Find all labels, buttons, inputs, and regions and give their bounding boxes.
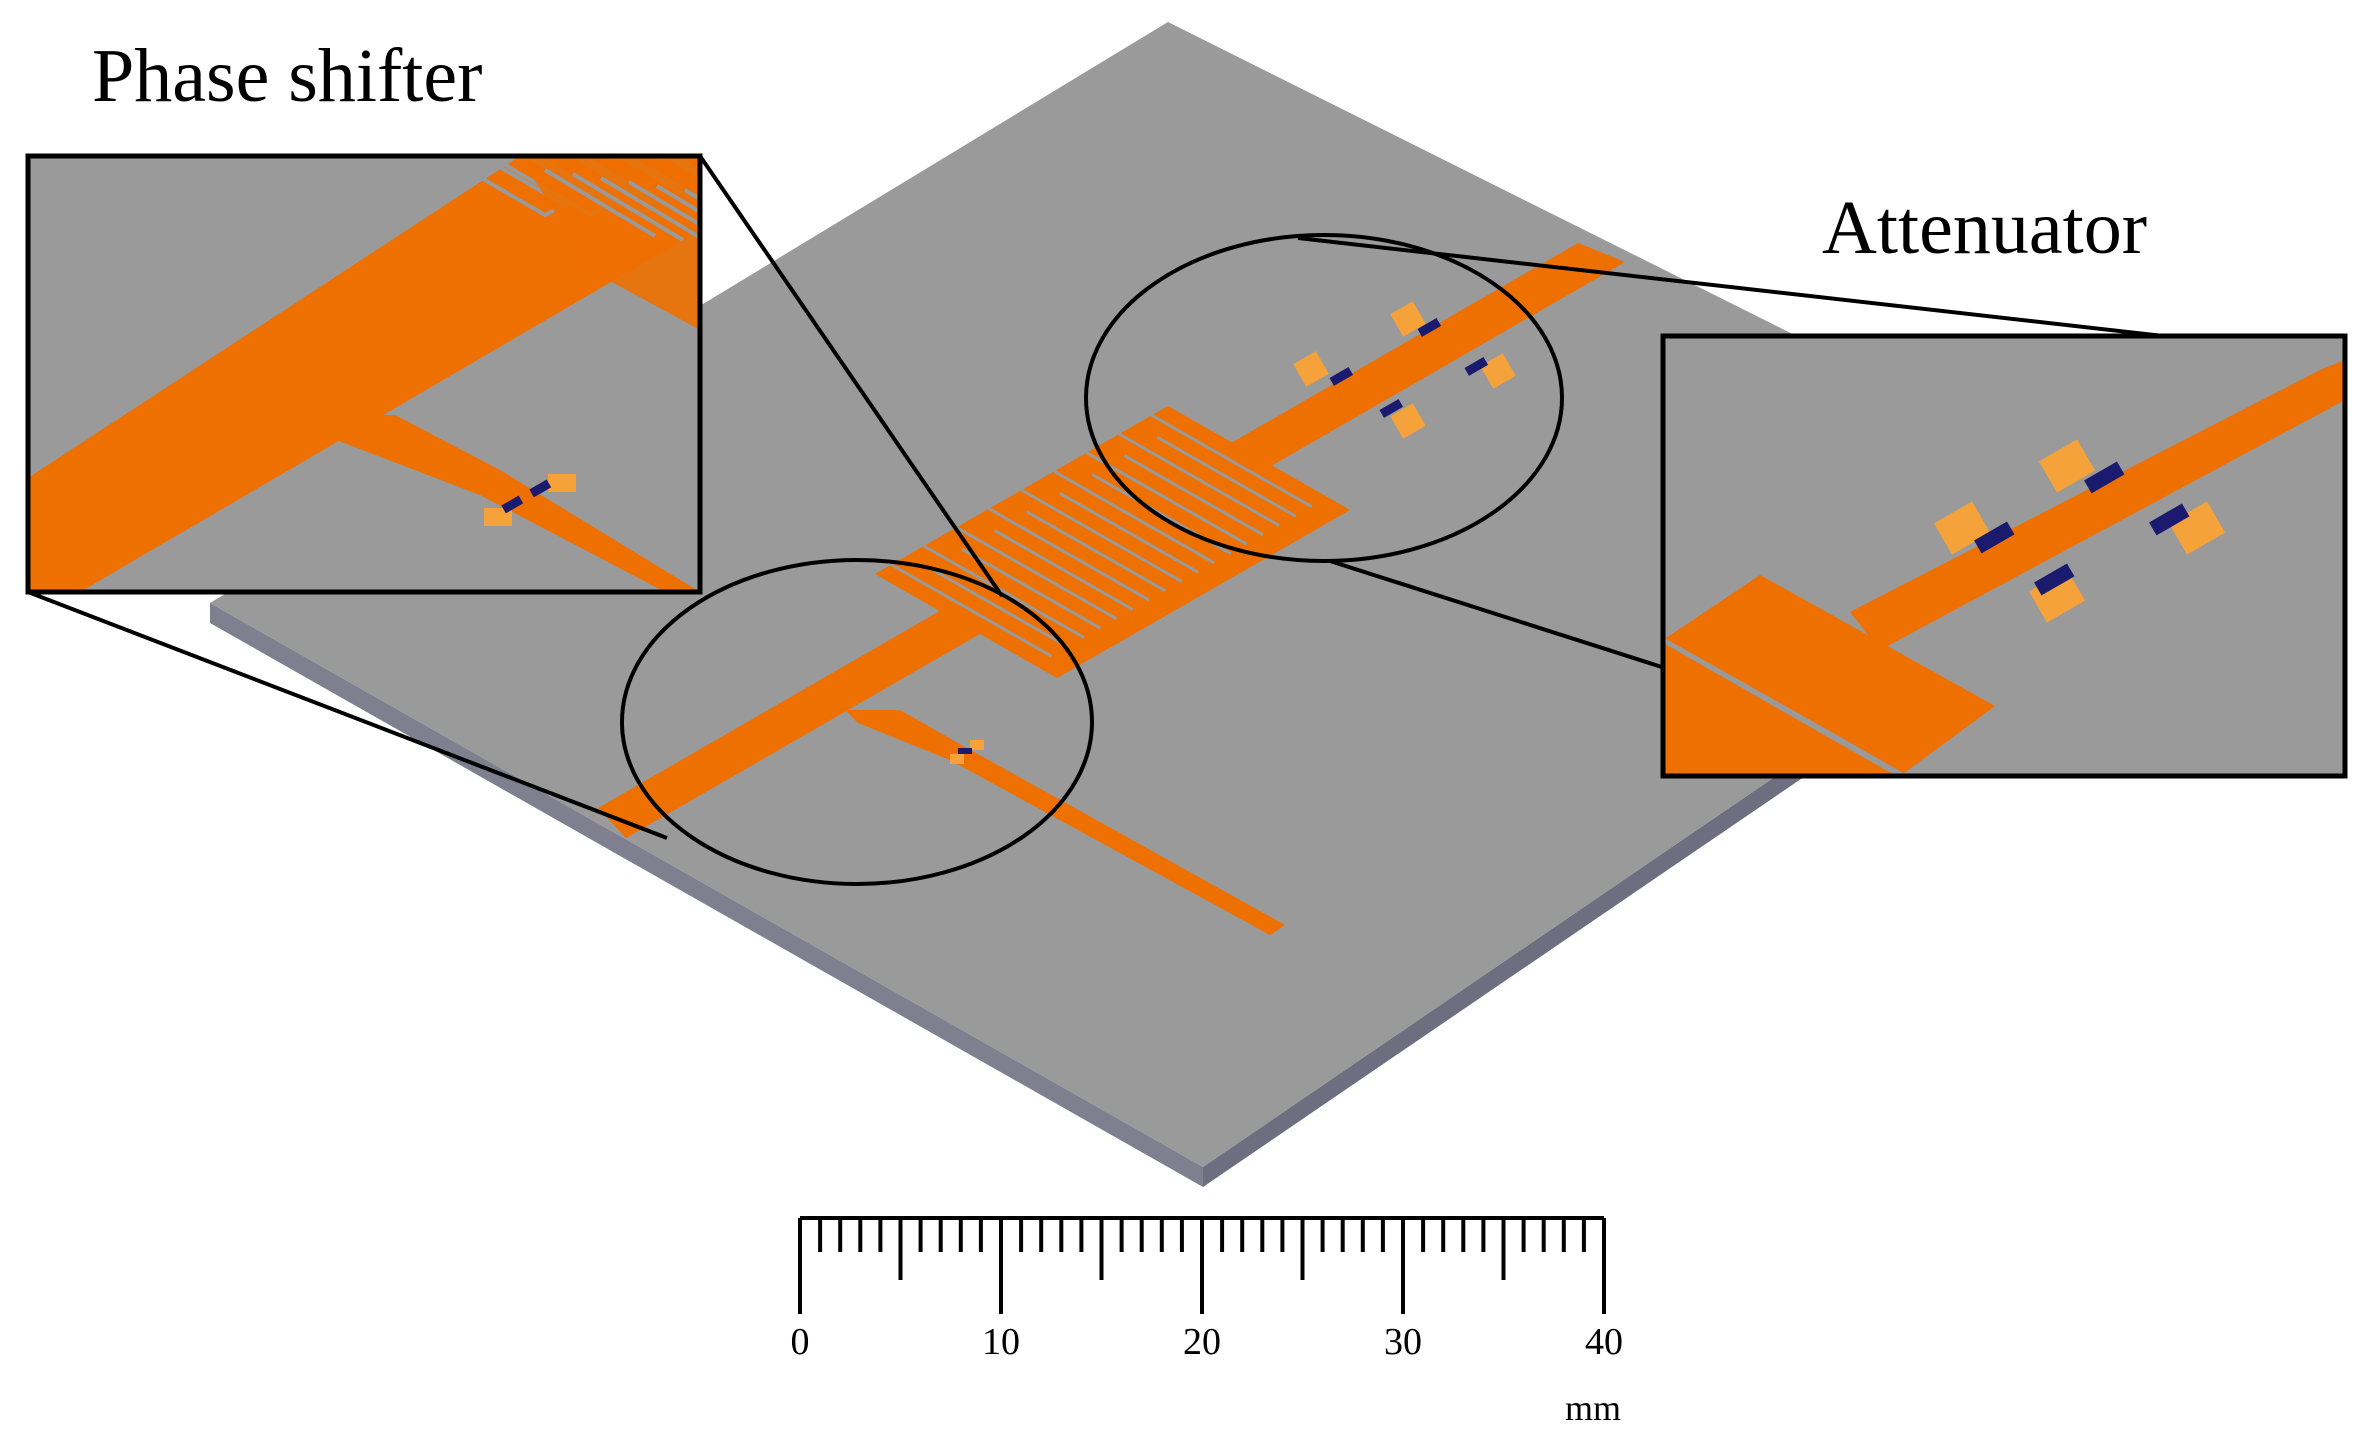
attenuator-pad bbox=[1293, 351, 1329, 387]
finger-gap bbox=[1156, 435, 1297, 518]
attenuator-pad bbox=[1390, 301, 1426, 337]
scale-tick-label: 0 bbox=[790, 1321, 810, 1363]
scale-bar bbox=[798, 1216, 1606, 1314]
finger-gap bbox=[627, 180, 700, 227]
finger-gap bbox=[599, 176, 700, 240]
inset-resistor bbox=[2084, 461, 2125, 494]
finger-gap bbox=[571, 172, 685, 242]
inset-pad bbox=[2168, 501, 2226, 555]
inset-stub bbox=[300, 415, 700, 592]
attenuator-inset-frame bbox=[1660, 333, 2348, 779]
finger-gap bbox=[890, 563, 1053, 658]
finger-gap bbox=[1020, 488, 1183, 583]
inset-varactor bbox=[501, 495, 524, 514]
scale-tick-label: 20 bbox=[1183, 1321, 1221, 1363]
finger-gap bbox=[988, 507, 1150, 602]
finger-gap bbox=[543, 168, 657, 238]
inset-resistor bbox=[2149, 503, 2190, 536]
finger-gap bbox=[928, 566, 1069, 649]
finger-gap bbox=[1821, 727, 1909, 776]
phase-shifter-magnifier-circle bbox=[620, 558, 1094, 886]
attenuator-components bbox=[950, 301, 1516, 764]
inset-right-line bbox=[1850, 360, 2345, 650]
phase-shifter-pad bbox=[950, 754, 964, 764]
finger-gap bbox=[1150, 414, 1313, 509]
copper-traces bbox=[598, 243, 1625, 935]
resistor bbox=[1329, 367, 1354, 386]
scale-tick-label: 40 bbox=[1585, 1321, 1623, 1363]
phase-shifter-label: Phase shifter bbox=[92, 34, 483, 118]
resistor bbox=[1379, 399, 1404, 418]
attenuator-inset bbox=[1660, 333, 2348, 779]
substrate-side-left bbox=[210, 603, 1203, 1187]
finger-gap bbox=[1026, 510, 1167, 593]
phase-shifter-inset-frame bbox=[25, 153, 703, 595]
connector-line bbox=[1297, 236, 2164, 338]
varactor bbox=[958, 748, 972, 754]
scale-tick-label: 30 bbox=[1384, 1321, 1422, 1363]
attenuator-pad bbox=[1480, 353, 1516, 389]
scale-bar-unit: mm bbox=[1564, 1388, 1622, 1428]
scale-tick-label: 10 bbox=[982, 1321, 1020, 1363]
resistor bbox=[1417, 318, 1442, 337]
inset-varactor bbox=[529, 479, 552, 498]
inset-pad bbox=[484, 508, 512, 526]
finger-gap bbox=[923, 544, 1085, 639]
finger-gap bbox=[955, 526, 1118, 621]
connector-line bbox=[27, 590, 668, 840]
phase-shifter-stub bbox=[845, 710, 1285, 935]
inset-pad bbox=[1933, 501, 1991, 555]
inset-resistor bbox=[2034, 563, 2075, 596]
attenuator-pad bbox=[1390, 403, 1426, 439]
finger-gap bbox=[993, 529, 1134, 611]
inset-main-line bbox=[28, 156, 700, 592]
inset-fingers bbox=[439, 156, 700, 330]
finger-gap bbox=[1118, 432, 1281, 527]
finger-gap bbox=[655, 184, 700, 215]
finger-gap bbox=[1053, 470, 1215, 565]
finger-gap bbox=[1123, 454, 1264, 537]
attenuator-magnifier-circle bbox=[1084, 233, 1564, 563]
inset-pad bbox=[2038, 439, 2096, 493]
phase-shifter-inset bbox=[25, 153, 703, 595]
inset-pad bbox=[2028, 569, 2086, 623]
phase-shifter-pad bbox=[970, 740, 984, 750]
inset-resistor bbox=[1974, 521, 2015, 554]
connector-line bbox=[698, 154, 1004, 598]
attenuator-label: Attenuator bbox=[1822, 186, 2148, 270]
finger-gap bbox=[961, 547, 1102, 630]
resistor bbox=[1464, 357, 1489, 376]
finger-gap bbox=[1058, 491, 1199, 574]
inset-capacitor-pad bbox=[1663, 575, 1995, 776]
inset-fingers bbox=[1663, 637, 1909, 776]
inset-pad bbox=[548, 474, 576, 492]
finger-gap bbox=[1085, 451, 1248, 546]
